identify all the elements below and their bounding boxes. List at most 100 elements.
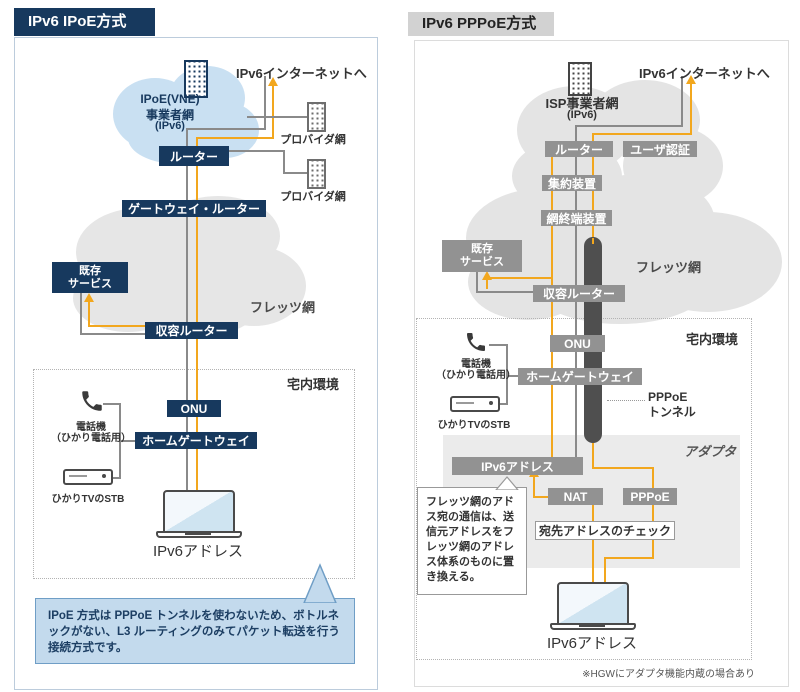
pppoe-laptop-label: IPv6アドレス [546, 635, 637, 652]
ipoe-gateway-router-box: ゲートウェイ・ルーター [122, 200, 266, 217]
pppoe-hgw-bracket-h [506, 375, 519, 377]
pppoe-home-env-label: 宅内環境 [686, 332, 739, 347]
existing-service-arrow [84, 293, 94, 302]
existing-orange-line-h [88, 325, 148, 327]
tunnel-orange-stub [592, 238, 594, 244]
pppoe-onu-box: ONU [550, 335, 605, 352]
ipoe-title: IPv6 IPoE方式 [14, 8, 155, 36]
ipoe-laptop-notch [185, 532, 211, 535]
pppoe-gray-up-line [681, 76, 683, 127]
nat-arrow-h [533, 496, 548, 498]
pppoe-stb-label: ひかりTVのSTB [437, 420, 511, 431]
pppoe-laptop-icon [557, 582, 629, 627]
stb-icon-right [450, 396, 500, 412]
pppoe-title: IPv6 PPPoE方式 [408, 12, 554, 36]
stb-bracket-h [111, 477, 121, 479]
ipoe-router-box: ルーター [159, 146, 229, 166]
pppoe-access-router-box: 収容ルーター [533, 285, 625, 302]
hgw-bracket-h [119, 440, 137, 442]
ipoe-internet-arrow [268, 77, 278, 86]
ipoe-orange-up-line [272, 86, 274, 137]
phone-bracket-h [103, 403, 121, 405]
terminal-box: 網終端装置 [541, 210, 612, 226]
pppoe-orange-bend-line [592, 133, 692, 135]
ipoe-callout-pointer [303, 563, 337, 603]
ipoe-internet-label: IPv6インターネットへ [236, 66, 367, 81]
pppoe-existing-orange-h [486, 277, 552, 279]
ipoe-home-env-label: 宅内環境 [287, 377, 340, 392]
ipoe-gray-bend-line [186, 128, 266, 130]
existing-orange-line-v [88, 301, 90, 327]
ipoe-laptop-label: IPv6アドレス [152, 543, 243, 560]
provider1-label: プロバイダ網 [280, 134, 346, 146]
vne-cloud-label-3: (IPv6) [155, 120, 185, 132]
pppoe-gray-bend-line [575, 125, 683, 127]
ipoe-stb-label: ひかりTVのSTB [51, 494, 125, 505]
ipoe-gray-up-line [264, 76, 266, 130]
ipoe-home-env-box [33, 369, 355, 579]
isp-label-2: (IPv6) [567, 109, 597, 121]
pppoe-router-box: ルーター [545, 141, 613, 157]
pppoe-down-h [604, 557, 654, 559]
ipoe-gray-trunk-line [186, 128, 188, 491]
pppoe-orange-up-line [690, 84, 692, 135]
pppoe-flets-label: フレッツ網 [636, 260, 702, 275]
pppoe-callout-pointer [495, 476, 519, 490]
aggregation-box: 集約装置 [542, 175, 602, 191]
tunnel-label-2: トンネル [648, 405, 696, 419]
user-auth-box: ユーザ認証 [623, 141, 697, 157]
pppoe-hgw-box: ホームゲートウェイ [518, 368, 642, 385]
vne-cloud-label-2: 事業者網 [145, 108, 194, 122]
adapter-label: アダプタ [684, 444, 737, 459]
provider1-line [247, 116, 309, 118]
pppoe-ipv6-address-box: IPv6アドレス [452, 457, 583, 475]
ipoe-hgw-box: ホームゲートウェイ [135, 432, 257, 449]
isp-label-1: ISP事業者網 [545, 96, 619, 111]
pppoe-internet-label: IPv6インターネットへ [639, 66, 770, 81]
pppoe-box: PPPoE [623, 488, 677, 505]
ipoe-phone-label-2: （ひかり電話用） [51, 433, 131, 444]
ipoe-orange-bend-line [196, 137, 274, 139]
ipoe-access-router-box: 収容ルーター [145, 322, 238, 339]
pppoe-internet-arrow [686, 75, 696, 84]
pppoe-existing-gray-v [476, 272, 478, 293]
pppoe-laptop-notch [579, 624, 605, 627]
pppoe-existing-arrow [482, 271, 492, 280]
existing-gray-line-h [80, 333, 147, 335]
provider2-line-v [283, 150, 285, 174]
pppoe-existing-orange-v [486, 280, 488, 289]
pppoe-bracket-v [506, 344, 508, 405]
stb-icon [63, 469, 113, 485]
pppoe-phone-bracket-h [489, 344, 508, 346]
existing-gray-line-v [80, 293, 82, 335]
tunnel-out-h [592, 467, 654, 469]
tunnel-leader-line [607, 400, 645, 401]
provider2-line-h2 [283, 172, 309, 174]
pppoe-existing-service-box: 既存サービス [442, 240, 522, 272]
tunnel-label-1: PPPoE [648, 390, 688, 404]
ipoe-laptop-icon [163, 490, 235, 535]
nat-to-laptop-line [592, 505, 594, 583]
ipoe-orange-trunk-line [196, 137, 198, 491]
vne-cloud-label-1: IPoE(VNE) [140, 92, 200, 106]
phone-icon [82, 391, 102, 411]
ipoe-callout: IPoE 方式は PPPoE トンネルを使わないため、ボトルネックがない、L3 … [35, 598, 355, 664]
pppoe-stb-bracket-h [498, 403, 508, 405]
ipoe-onu-box: ONU [167, 400, 221, 417]
pppoe-existing-gray-h [476, 291, 534, 293]
pppoe-phone-label-2: （ひかり電話用） [436, 370, 516, 381]
tunnel-out-v [592, 443, 594, 469]
nat-arrow-v [533, 477, 535, 498]
ipoe-existing-service-box: 既存サービス [52, 262, 128, 293]
pppoe-orange-left-line [551, 156, 553, 457]
phone-icon-right [467, 333, 485, 351]
tunnel-to-pppoe-v [652, 467, 654, 488]
pppoe-callout: フレッツ網のアドス宛の通信は、送信元アドレスをフレッツ網のアドレス体系のものに置… [417, 487, 527, 595]
ipoe-flets-label: フレッツ網 [250, 300, 316, 315]
dest-address-check-box: 宛先アドレスのチェック [535, 521, 675, 540]
pppoe-to-laptop-v [604, 557, 606, 583]
provider1-building-icon [307, 102, 326, 132]
pppoe-phone-label-1: 電話機 [461, 359, 491, 370]
pppoe-footnote: ※HGWにアダプタ機能内蔵の場合あり [582, 669, 755, 680]
